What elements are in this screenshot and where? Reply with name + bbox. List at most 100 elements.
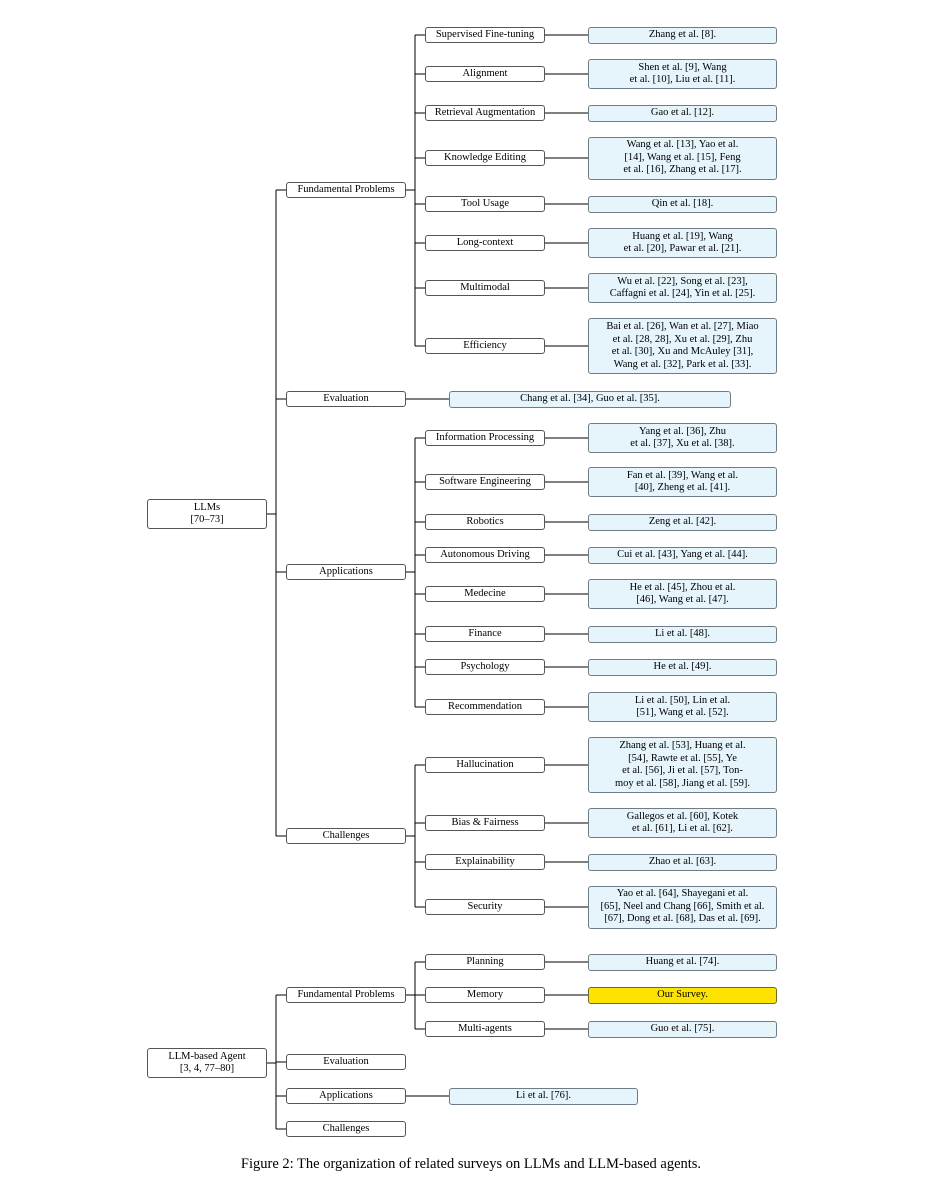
agent-branch-evaluation: Evaluation — [286, 1054, 406, 1070]
llms-branch-applications-software-engineering-ref-box: Fan et al. [39], Wang et al.[40], Zheng … — [588, 467, 777, 497]
llms-branch-applications: Applications — [286, 564, 406, 580]
agent-branch-fundamental-problems-multi-agents-node: Multi-agents — [425, 1021, 545, 1037]
agent-branch-fundamental-problems-memory-ref-box-text: Our Survey. — [657, 988, 708, 1000]
llms-branch-fundamental-problems-supervised-fine-tuning-node: Supervised Fine-tuning — [425, 27, 545, 43]
llms-branch-applications-recommendation-ref-box-text: Li et al. [50], Lin et al. — [634, 694, 731, 706]
llms-branch-fundamental-problems-knowledge-editing-ref-box: Wang et al. [13], Yao et al.[14], Wang e… — [588, 136, 777, 180]
agent-branch-fundamental-problems-planning-ref-box: Huang et al. [74]. — [588, 953, 777, 971]
llms-branch-challenges-hallucination-ref-box-text: [54], Rawte et al. [55], Ye — [628, 752, 737, 764]
llms-root-node-text: [70–73] — [190, 514, 224, 525]
llms-branch-applications-robotics-ref-box-text: Zeng et al. [42]. — [648, 515, 717, 527]
llms-branch-challenges: Challenges — [286, 828, 406, 844]
llms-branch-challenges-explainability-ref-box: Zhao et al. [63]. — [588, 853, 777, 871]
agent-branch-applications-ref-box: Li et al. [76]. — [449, 1087, 638, 1105]
llms-branch-applications-finance-node: Finance — [425, 626, 545, 642]
agent-root-node-text: [3, 4, 77–80] — [179, 1063, 235, 1074]
llms-branch-fundamental-problems-efficiency-ref-box-text: et al. [30], Xu and McAuley [31], — [611, 346, 754, 357]
llms-branch-fundamental-problems: Fundamental Problems — [286, 182, 406, 198]
llms-branch-fundamental-problems-efficiency-ref-box-text: et al. [28, 28], Xu et al. [29], Zhu — [612, 333, 753, 345]
llms-branch-fundamental-problems-supervised-fine-tuning-ref-box-text: Zhang et al. [8]. — [648, 28, 717, 40]
llms-branch-fundamental-problems-retrieval-augmentation-ref-box: Gao et al. [12]. — [588, 104, 777, 122]
llms-branch-challenges-explainability-node: Explainability — [425, 854, 545, 870]
llms-branch-fundamental-problems-multimodal-ref-box-text: Caffagni et al. [24], Yin et al. [25]. — [609, 288, 756, 299]
agent-branch-fundamental-problems-planning-node: Planning — [425, 954, 545, 970]
llms-branch-fundamental-problems-efficiency-node: Efficiency — [425, 338, 545, 354]
figure-caption: Figure 2: The organization of related su… — [240, 1156, 702, 1172]
llms-branch-applications-software-engineering-ref-box-text: [40], Zheng et al. [41]. — [634, 482, 731, 493]
llms-branch-fundamental-problems-efficiency-ref-box-text: Wang et al. [32], Park et al. [33]. — [613, 358, 752, 370]
agent-branch-challenges: Challenges — [286, 1121, 406, 1137]
llms-branch-fundamental-problems-efficiency-ref-box-text: Bai et al. [26], Wan et al. [27], Miao — [606, 321, 759, 332]
llms-branch-applications-medecine-ref-box: He et al. [45], Zhou et al.[46], Wang et… — [588, 579, 777, 609]
llms-branch-applications-software-engineering-ref-box-text: Fan et al. [39], Wang et al. — [626, 469, 739, 481]
llms-branch-challenges-hallucination-ref-box-text: et al. [56], Ji et al. [57], Ton- — [622, 765, 743, 776]
llms-branch-applications-autonomous-driving-ref-box: Cui et al. [43], Yang et al. [44]. — [588, 546, 777, 564]
llms-branch-applications-psychology-node: Psychology — [425, 659, 545, 675]
llms-branch-applications-recommendation-node: Recommendation — [425, 699, 545, 715]
llms-branch-fundamental-problems-tool-usage-ref-box: Qin et al. [18]. — [588, 195, 777, 213]
llms-branch-challenges-bias-fairness-ref-box-text: et al. [61], Li et al. [62]. — [632, 823, 733, 834]
llms-branch-fundamental-problems-knowledge-editing-ref-box-text: [14], Wang et al. [15], Feng — [624, 151, 741, 163]
llms-branch-fundamental-problems-alignment-ref-box-text: et al. [10], Liu et al. [11]. — [629, 74, 736, 85]
llms-branch-applications-psychology-ref-box-text: He et al. [49]. — [653, 660, 712, 672]
agent-branch-applications-ref-box-text: Li et al. [76]. — [515, 1089, 572, 1101]
llms-branch-fundamental-problems-long-context-ref-box-text: Huang et al. [19], Wang — [632, 230, 733, 242]
llms-branch-challenges-security-ref-box-text: Yao et al. [64], Shayegani et al. — [616, 888, 749, 900]
llms-root-node: LLMs[70–73] — [147, 499, 267, 529]
llms-branch-fundamental-problems-knowledge-editing-ref-box-text: Wang et al. [13], Yao et al. — [626, 139, 739, 151]
agent-branch-fundamental-problems: Fundamental Problems — [286, 987, 406, 1003]
llms-branch-fundamental-problems-long-context-ref-box-text: et al. [20], Pawar et al. [21]. — [623, 243, 742, 254]
llms-branch-challenges-hallucination-ref-box-text: moy et al. [58], Jiang et al. [59]. — [614, 777, 750, 789]
llms-branch-applications-information-processing-node: Information Processing — [425, 430, 545, 446]
agent-branch-fundamental-problems-planning-ref-box-text: Huang et al. [74]. — [645, 955, 720, 967]
llms-branch-fundamental-problems-alignment-ref-box-text: Shen et al. [9], Wang — [638, 61, 727, 73]
agent-root-node-text: LLM-based Agent — [168, 1050, 246, 1062]
llms-branch-fundamental-problems-tool-usage-node: Tool Usage — [425, 196, 545, 212]
llms-root-node-text: LLMs — [193, 501, 221, 513]
llms-branch-applications-recommendation-ref-box: Li et al. [50], Lin et al.[51], Wang et … — [588, 692, 777, 722]
llms-branch-applications-robotics-ref-box: Zeng et al. [42]. — [588, 513, 777, 531]
agent-branch-fundamental-problems-memory-node: Memory — [425, 987, 545, 1003]
agent-branch-fundamental-problems-multi-agents-ref-box: Guo et al. [75]. — [588, 1020, 777, 1038]
llms-branch-fundamental-problems-knowledge-editing-node: Knowledge Editing — [425, 150, 545, 166]
llms-branch-challenges-hallucination-ref-box-text: Zhang et al. [53], Huang et al. — [619, 740, 746, 751]
llms-branch-fundamental-problems-tool-usage-ref-box-text: Qin et al. [18]. — [651, 197, 714, 209]
agent-branch-fundamental-problems-multi-agents-ref-box-text: Guo et al. [75]. — [650, 1022, 715, 1034]
llms-branch-applications-finance-ref-box-text: Li et al. [48]. — [654, 627, 711, 639]
llms-branch-challenges-security-ref-box-text: [67], Dong et al. [68], Das et al. [69]. — [604, 913, 761, 925]
llms-branch-challenges-bias-fairness-node: Bias & Fairness — [425, 815, 545, 831]
llms-branch-fundamental-problems-multimodal-node: Multimodal — [425, 280, 545, 296]
agent-root-node: LLM-based Agent[3, 4, 77–80] — [147, 1048, 267, 1078]
llms-branch-fundamental-problems-supervised-fine-tuning-ref-box: Zhang et al. [8]. — [588, 26, 777, 44]
llms-branch-evaluation: Evaluation — [286, 391, 406, 407]
llms-branch-fundamental-problems-retrieval-augmentation-node: Retrieval Augmentation — [425, 105, 545, 121]
llms-branch-applications-robotics-node: Robotics — [425, 514, 545, 530]
llms-branch-applications-psychology-ref-box: He et al. [49]. — [588, 658, 777, 676]
llms-branch-applications-information-processing-ref-box-text: et al. [37], Xu et al. [38]. — [630, 438, 735, 449]
llms-branch-challenges-hallucination-node: Hallucination — [425, 757, 545, 773]
llms-branch-challenges-security-ref-box: Yao et al. [64], Shayegani et al.[65], N… — [588, 885, 777, 929]
llms-branch-applications-recommendation-ref-box-text: [51], Wang et al. [52]. — [636, 707, 729, 718]
agent-branch-fundamental-problems-memory-ref-box: Our Survey. — [588, 986, 777, 1004]
llms-branch-challenges-security-node: Security — [425, 899, 545, 915]
llms-branch-applications-medecine-ref-box-text: He et al. [45], Zhou et al. — [629, 581, 736, 593]
llms-branch-challenges-security-ref-box-text: [65], Neel and Chang [66], Smith et al. — [600, 900, 765, 912]
llms-branch-fundamental-problems-multimodal-ref-box-text: Wu et al. [22], Song et al. [23], — [617, 275, 748, 287]
agent-branch-applications: Applications — [286, 1088, 406, 1104]
llms-branch-applications-finance-ref-box: Li et al. [48]. — [588, 625, 777, 643]
llms-branch-applications-medecine-node: Medecine — [425, 586, 545, 602]
llms-branch-fundamental-problems-multimodal-ref-box: Wu et al. [22], Song et al. [23],Caffagn… — [588, 273, 777, 303]
llms-branch-applications-software-engineering-node: Software Engineering — [425, 474, 545, 490]
llms-branch-fundamental-problems-alignment-node: Alignment — [425, 66, 545, 82]
llms-branch-applications-autonomous-driving-ref-box-text: Cui et al. [43], Yang et al. [44]. — [617, 548, 748, 560]
llms-branch-fundamental-problems-long-context-node: Long-context — [425, 235, 545, 251]
llms-branch-fundamental-problems-knowledge-editing-ref-box-text: et al. [16], Zhang et al. [17]. — [623, 164, 742, 176]
llms-branch-challenges-explainability-ref-box-text: Zhao et al. [63]. — [648, 855, 717, 867]
llms-branch-evaluation-ref-box: Chang et al. [34], Guo et al. [35]. — [449, 390, 731, 408]
